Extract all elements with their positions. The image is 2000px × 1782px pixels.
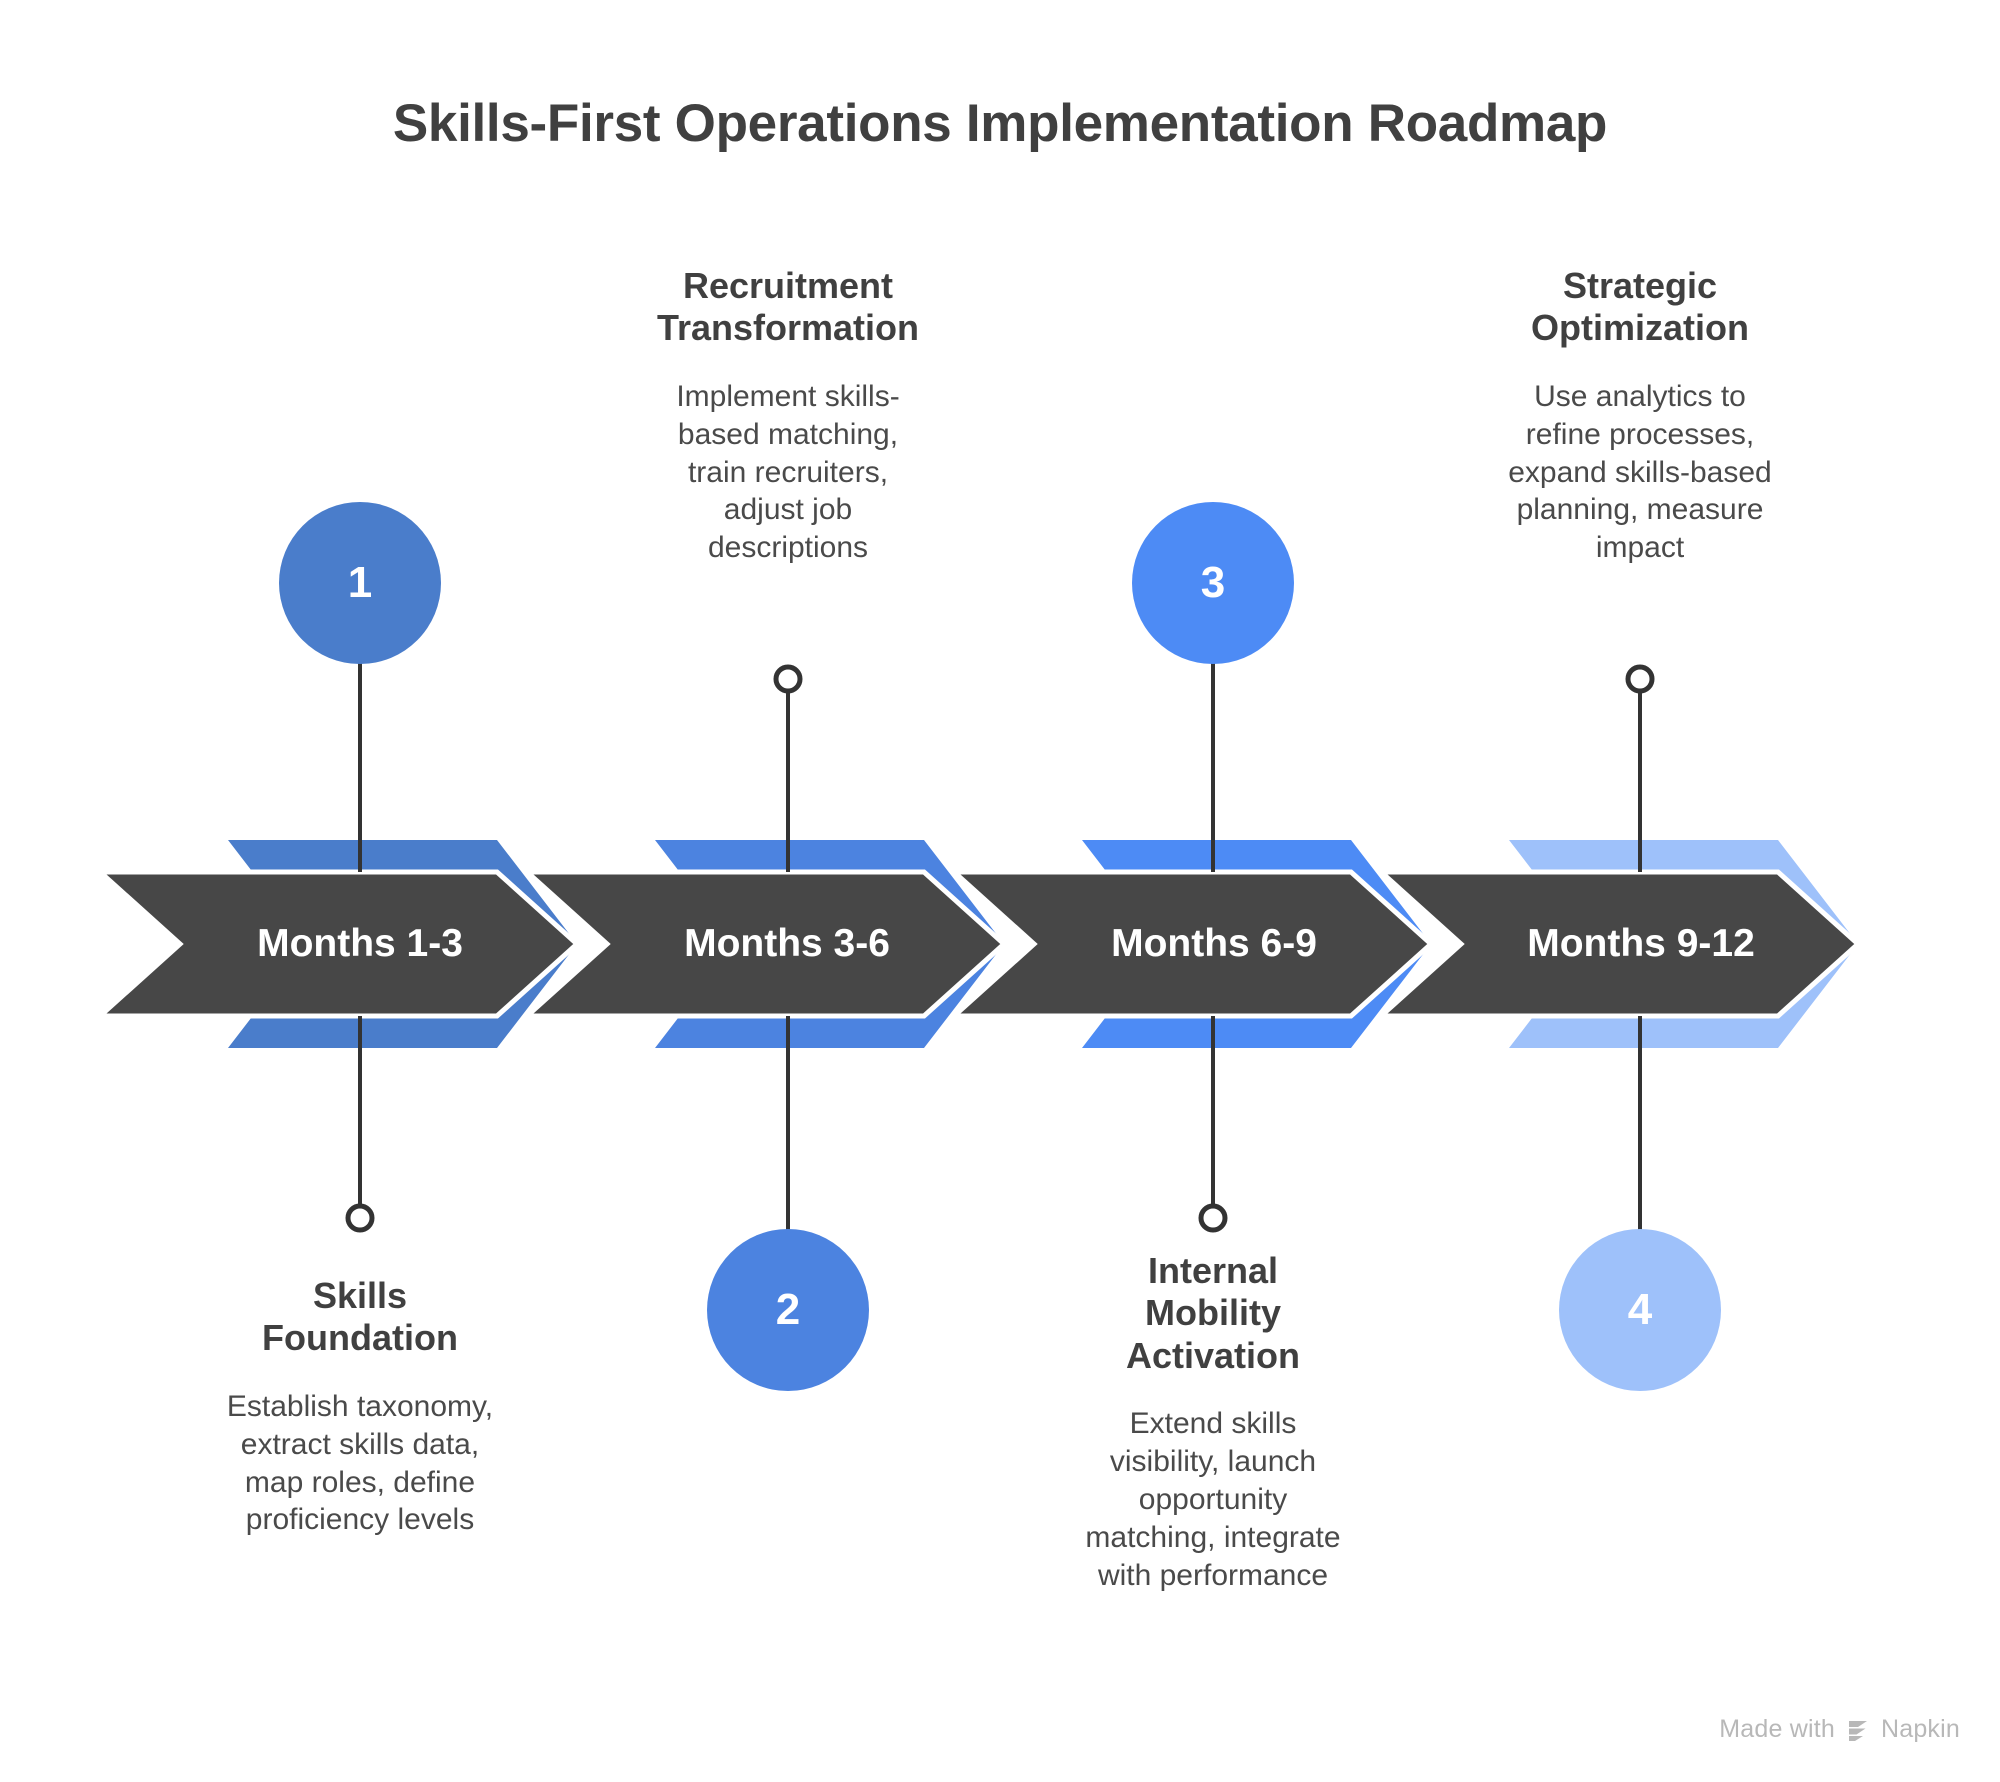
stage-number-1: 1 — [347, 558, 373, 607]
chevron-label-4: Months 9-12 — [1527, 922, 1755, 965]
chevron-label-2: Months 3-6 — [684, 922, 890, 965]
napkin-logo-icon — [1845, 1717, 1871, 1743]
chevron-body-3 — [947, 869, 1435, 1019]
connector-dot-2 — [773, 664, 803, 694]
stage-body-3: Extend skills visibility, launch opportu… — [1085, 1407, 1341, 1592]
stage-number-4: 4 — [1627, 1285, 1653, 1334]
chevron-body-2 — [520, 869, 1008, 1019]
chevron-label-3: Months 6-9 — [1111, 922, 1317, 965]
connector-dot-4 — [1625, 664, 1655, 694]
stage-heading-1: Skills Foundation — [262, 1275, 458, 1359]
chevron-label-1: Months 1-3 — [257, 922, 463, 965]
watermark-brand: Napkin — [1880, 1715, 1960, 1743]
page-title: Skills-First Operations Implementation R… — [392, 94, 1608, 153]
connector-dot-3 — [1198, 1203, 1228, 1233]
stage-number-circle-1[interactable]: 1 — [279, 502, 441, 664]
stage-number-circle-4[interactable]: 4 — [1559, 1229, 1721, 1391]
stage-text-block-1: Skills Foundation Establish taxonomy, ex… — [180, 1275, 540, 1539]
stage-heading-4: Strategic Optimization — [1531, 265, 1749, 349]
watermark: Made with Napkin — [1719, 1715, 1960, 1744]
stage-body-2: Implement skills- based matching, train … — [676, 379, 900, 565]
connector-dot-1 — [345, 1203, 375, 1233]
stage-body-4: Use analytics to refine processes, expan… — [1508, 379, 1772, 565]
stage-number-3: 3 — [1200, 558, 1226, 607]
chevron-body-4 — [1374, 869, 1862, 1019]
stage-number-2: 2 — [775, 1285, 801, 1334]
chevron-body-1 — [93, 869, 581, 1019]
stage-number-circle-2[interactable]: 2 — [707, 1229, 869, 1391]
stage-body-1: Establish taxonomy, extract skills data,… — [226, 1389, 494, 1537]
stage-number-circle-3[interactable]: 3 — [1132, 502, 1294, 664]
stage-text-block-4: Strategic Optimization Use analytics to … — [1460, 265, 1820, 567]
stage-text-block-3: Internal Mobility Activation Extend skil… — [1033, 1250, 1393, 1594]
stage-text-block-2: Recruitment Transformation Implement ski… — [608, 265, 968, 567]
stage-heading-2: Recruitment Transformation — [656, 265, 920, 349]
watermark-prefix: Made with — [1719, 1715, 1835, 1743]
stage-heading-3: Internal Mobility Activation — [1125, 1250, 1301, 1376]
